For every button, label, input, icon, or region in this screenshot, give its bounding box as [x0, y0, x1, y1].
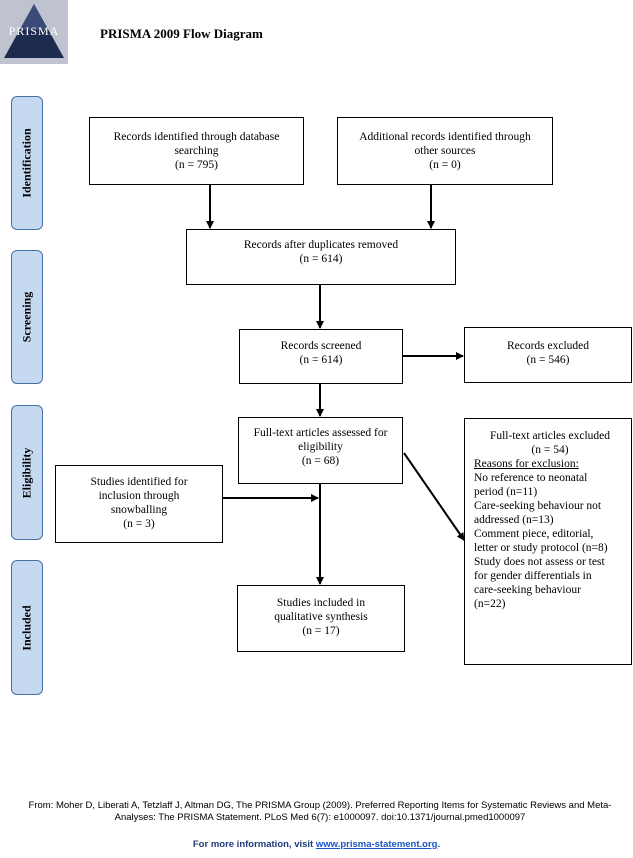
fulltext-excluded-count: (n = 54)	[531, 444, 569, 456]
exclusion-reason-line: for gender differentials in	[474, 570, 592, 582]
db-records-count: (n = 795)	[175, 159, 218, 171]
page-title: PRISMA 2009 Flow Diagram	[100, 26, 263, 41]
other-records-line1: Additional records identified through	[359, 131, 531, 143]
box-snowballing: Studies identified for inclusion through…	[55, 465, 223, 543]
after-dupes-line1: Records after duplicates removed	[243, 239, 399, 251]
prisma-logo: PRISMA	[0, 0, 68, 64]
box-fulltext-excluded: Full-text articles excluded (n = 54) Rea…	[464, 418, 632, 665]
fulltext-line1: Full-text articles assessed for	[253, 427, 388, 439]
excluded-count: (n = 546)	[526, 354, 570, 366]
box-studies-included: Studies included in qualitative synthesi…	[237, 585, 405, 652]
exclusion-reason-line: period (n=11)	[474, 486, 538, 498]
other-records-count: (n = 0)	[429, 159, 461, 171]
exclusion-reason-line: (n=22)	[474, 598, 506, 610]
exclusion-reason-line: Study does not assess or test	[474, 556, 605, 568]
box-records-excluded: Records excluded (n = 546)	[464, 327, 632, 383]
stage-screening: Screening	[11, 250, 43, 384]
snowballing-line3: snowballing	[110, 504, 168, 516]
box-after-duplicates: Records after duplicates removed (n = 61…	[186, 229, 456, 285]
exclusion-reason-line: letter or study protocol (n=8)	[474, 542, 608, 554]
db-records-line1: Records identified through database	[113, 131, 280, 143]
citation-line1: From: Moher D, Liberati A, Tetzlaff J, A…	[28, 800, 612, 811]
excluded-line1: Records excluded	[506, 340, 590, 352]
db-records-line2: searching	[174, 145, 219, 157]
fulltext-count: (n = 68)	[301, 455, 340, 467]
exclusion-reason-line: Comment piece, editorial,	[474, 528, 594, 540]
box-other-records: Additional records identified through ot…	[337, 117, 553, 185]
snowballing-line1: Studies identified for	[90, 476, 188, 488]
box-fulltext-assessed: Full-text articles assessed for eligibil…	[238, 417, 403, 484]
more-info-prefix: For more information, visit	[192, 839, 316, 850]
more-info-suffix: .	[437, 839, 441, 850]
prisma-statement-link[interactable]: www.prisma-statement.org	[315, 839, 438, 850]
stage-identification: Identification	[11, 96, 43, 230]
exclusion-reason-line: Care-seeking behaviour not	[474, 500, 602, 512]
included-count: (n = 17)	[302, 625, 340, 637]
included-line2: qualitative synthesis	[274, 611, 368, 623]
included-line1: Studies included in	[276, 597, 366, 609]
after-dupes-count: (n = 614)	[299, 253, 343, 265]
citation-line2: Analyses: The PRISMA Statement. PLoS Med…	[114, 812, 526, 823]
snowballing-count: (n = 3)	[123, 518, 155, 530]
logo-text: PRISMA	[8, 24, 60, 38]
screened-line1: Records screened	[280, 340, 362, 352]
arrow-fulltext-to-excluded	[403, 452, 465, 541]
other-records-line2: other sources	[414, 145, 476, 157]
exclusion-reason-line: addressed (n=13)	[474, 514, 554, 526]
fulltext-excluded-line1: Full-text articles excluded	[489, 430, 611, 442]
exclusion-reason-line: No reference to neonatal	[474, 472, 588, 484]
fulltext-line2: eligibility	[298, 441, 343, 453]
exclusion-reason-line: care-seeking behaviour	[474, 584, 581, 596]
exclusion-reasons-heading: Reasons for exclusion:	[474, 458, 579, 470]
citation: From: Moher D, Liberati A, Tetzlaff J, A…	[10, 800, 630, 824]
snowballing-line2: inclusion through	[98, 490, 180, 502]
more-info: For more information, visit www.prisma-s…	[0, 839, 633, 850]
stage-included: Included	[11, 560, 43, 695]
stage-eligibility: Eligibility	[11, 405, 43, 540]
screened-count: (n = 614)	[299, 354, 343, 366]
box-database-records: Records identified through database sear…	[89, 117, 304, 185]
logo-triangle-icon	[0, 0, 68, 64]
box-records-screened: Records screened (n = 614)	[239, 329, 403, 384]
